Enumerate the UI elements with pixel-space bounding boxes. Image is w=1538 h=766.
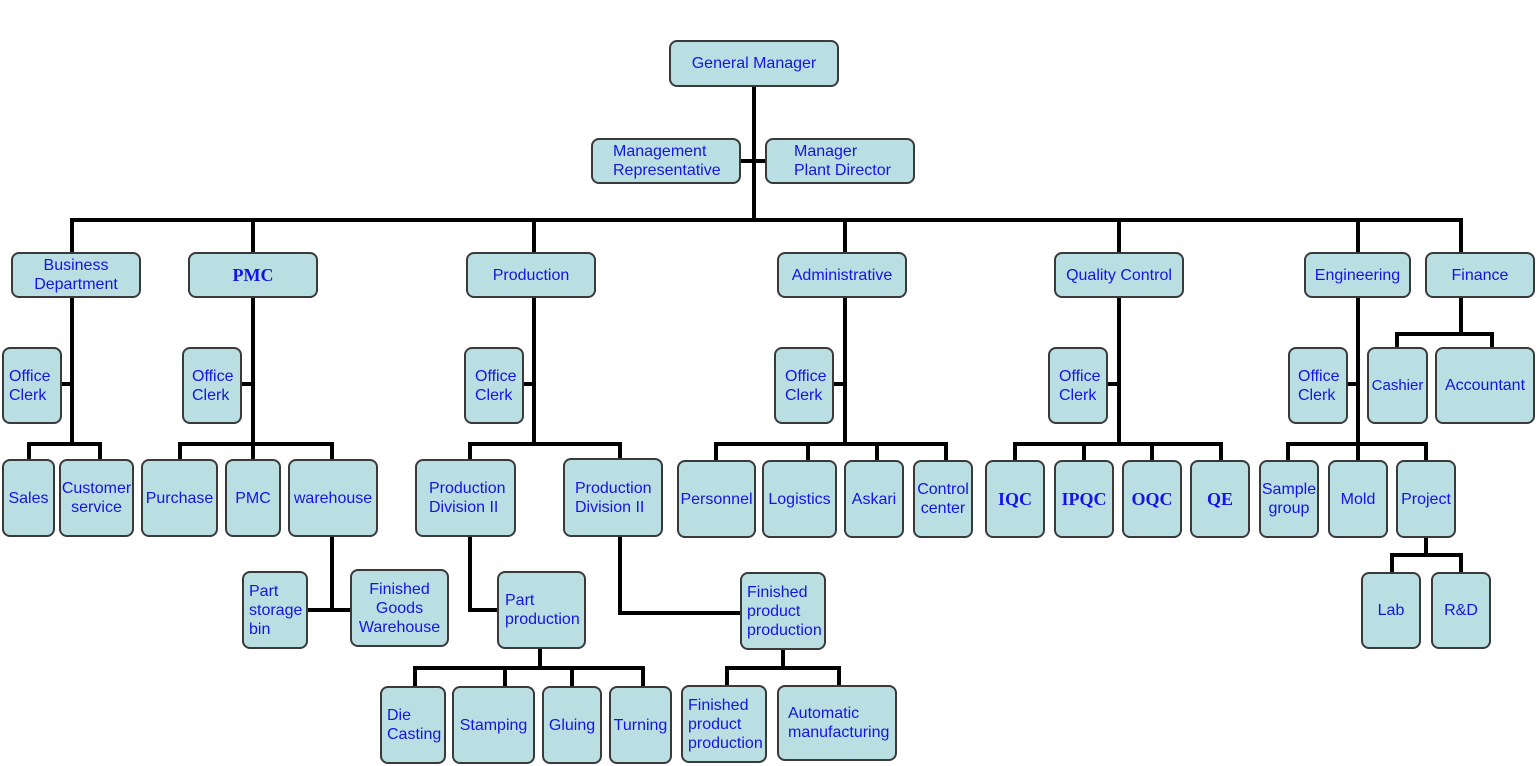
purchase-box: Purchase [141,459,218,537]
askari-box: Askari [844,460,904,538]
oqc-box: OQC [1122,460,1182,538]
iqc-box: IQC [985,460,1045,538]
qe-box: QE [1190,460,1250,538]
office-clerk-pmc-box: Office Clerk [182,347,242,424]
warehouse-box: warehouse [288,459,378,537]
office-clerk-business-box: Office Clerk [2,347,62,424]
mold-box: Mold [1328,460,1388,538]
ipqc-box: IPQC [1054,460,1114,538]
personnel-box: Personnel [677,460,756,538]
office-clerk-administrative-box: Office Clerk [774,347,834,424]
part-storage-bin-box: Part storage bin [242,571,308,649]
engineering-box: Engineering [1304,252,1411,298]
business-department-box: Business Department [11,252,141,298]
finance-box: Finance [1425,252,1535,298]
production-division-b-box: Production Division II [563,458,663,537]
production-division-a-box: Production Division II [415,459,516,537]
cashier-box: Cashier [1367,347,1428,424]
manager-plant-director-box: Manager Plant Director [765,138,915,184]
turning-box: Turning [609,686,672,764]
control-center-box: Control center [913,460,973,538]
customer-service-box: Customer service [59,459,134,537]
rd-box: R&D [1431,572,1491,649]
pmc-box: PMC [188,252,318,298]
sales-box: Sales [2,459,55,537]
lab-box: Lab [1361,572,1421,649]
part-production-box: Part production [497,571,586,649]
project-box: Project [1396,460,1456,538]
sample-group-box: Sample group [1259,460,1319,538]
office-clerk-production-box: Office Clerk [464,347,524,424]
pmc-sub-box: PMC [225,459,281,537]
administrative-box: Administrative [777,252,907,298]
logistics-box: Logistics [762,460,837,538]
production-box: Production [466,252,596,298]
office-clerk-quality-box: Office Clerk [1048,347,1108,424]
automatic-manufacturing-box: Automatic manufacturing [777,685,897,761]
die-casting-box: Die Casting [380,686,446,764]
gluing-box: Gluing [542,686,602,764]
stamping-box: Stamping [452,686,535,764]
finished-product-production-box: Finished product production [740,572,826,650]
quality-control-box: Quality Control [1054,252,1184,298]
general-manager-box: General Manager [669,40,839,87]
office-clerk-engineering-box: Office Clerk [1288,347,1348,424]
finished-goods-warehouse-box: Finished Goods Warehouse [350,569,449,647]
management-representative-box: Management Representative [591,138,741,184]
accountant-box: Accountant [1435,347,1535,424]
finished-product-production-sub-box: Finished product production [681,685,767,763]
